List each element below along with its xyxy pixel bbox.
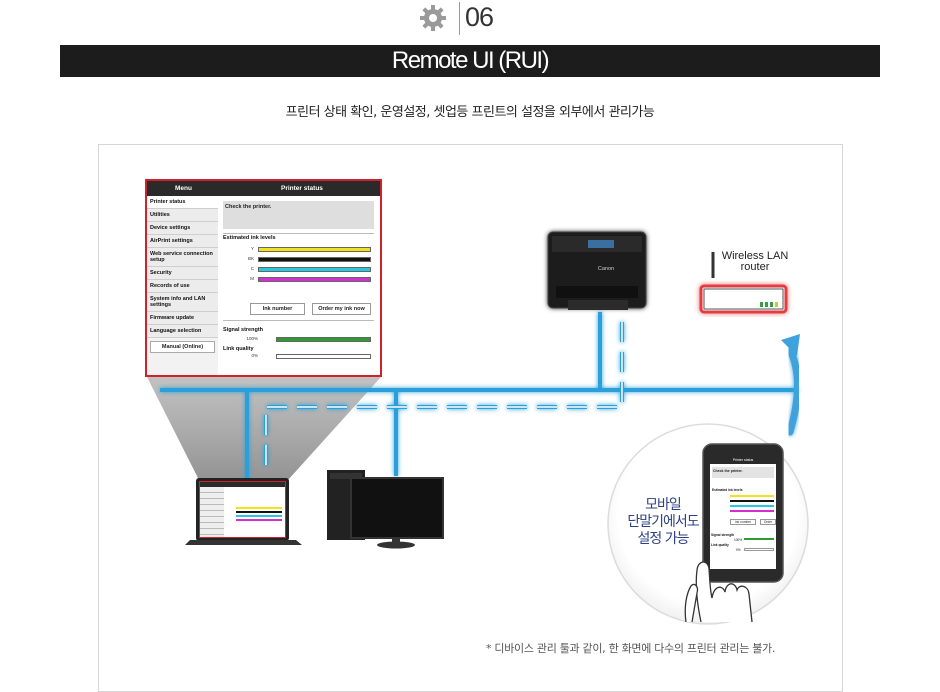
ink-levels-heading: Estimated ink levels [223, 235, 276, 241]
mobile-label: 모바일 단말기에서도 설정 가능 [608, 497, 718, 548]
signal-row: 100% [222, 336, 376, 343]
rui-menu-item-security[interactable]: Security [147, 267, 218, 280]
phone-status: Check the printer. [712, 467, 774, 478]
link-row: 0% [222, 353, 376, 360]
step-divider [459, 2, 460, 35]
signal-strength-heading: Signal strength [223, 327, 264, 333]
phone-screen-header: Printer status [710, 457, 776, 464]
status-message: Check the printer. [223, 201, 374, 229]
laptop-ink-y [236, 507, 282, 509]
mobile-label-line: 설정 가능 [637, 531, 690, 547]
mobile-label-line: 모바일 [645, 497, 682, 513]
link-bar [276, 354, 371, 359]
rui-main-panel: Check the printer. Estimated ink levels … [222, 196, 376, 375]
rui-menu-item-system-info[interactable]: System info and LAN settings [147, 293, 218, 312]
phone-ink-heading: Estimated ink levels [712, 488, 743, 492]
rui-menu: Printer status Utilities Device settings… [147, 196, 218, 375]
ink-fill [259, 258, 370, 261]
laptop-ink-bk [236, 511, 282, 513]
laptop-menu-line [200, 504, 224, 505]
laptop-menu-line [200, 510, 224, 511]
ink-bar [258, 247, 371, 252]
footnote: * 디바이스 관리 툴과 같이, 한 화면에 다수의 프린터 관리는 불가. [486, 642, 776, 655]
signal-fill [277, 338, 370, 341]
phone-order-button[interactable]: Order [760, 519, 776, 525]
ink-row-c: C [222, 266, 376, 273]
rui-menu-item-language[interactable]: Language selection [147, 325, 218, 338]
rui-header: Menu Printer status [147, 181, 380, 196]
laptop-screen-menu [200, 487, 224, 537]
phone-ink-number-button[interactable]: Ink number [730, 519, 756, 525]
section-title: Remote UI (RUI) [60, 45, 880, 77]
phone-link-heading: Link quality [711, 543, 729, 547]
rui-menu-item-airprint[interactable]: AirPrint settings [147, 235, 218, 248]
order-ink-button[interactable]: Order my ink now [312, 303, 371, 315]
section-subtitle: 프린터 상태 확인, 운영설정, 셋업등 프린트의 설정을 외부에서 관리가능 [285, 105, 655, 120]
signal-bar [276, 337, 371, 342]
divider [223, 320, 374, 321]
phone-signal-bar [744, 538, 774, 540]
rui-menu-item-device-settings[interactable]: Device settings [147, 222, 218, 235]
ink-label: M [250, 276, 254, 281]
rui-menu-item-printer-status[interactable]: Printer status [147, 196, 218, 209]
link-quality-heading: Link quality [223, 346, 254, 352]
ink-bar [258, 267, 371, 272]
ink-row-bk: BK [222, 256, 376, 263]
rui-menu-title: Menu [175, 185, 192, 192]
gear-icon [420, 5, 446, 31]
laptop-menu-line [200, 534, 224, 535]
laptop-ink-m [236, 519, 282, 521]
ink-label: Y [250, 246, 254, 251]
laptop-menu-line [200, 528, 224, 529]
rui-menu-item-records[interactable]: Records of use [147, 280, 218, 293]
rui-menu-item-web-service[interactable]: Web service connection setup [147, 248, 218, 267]
laptop-ink-c [236, 515, 282, 517]
ink-label: BK [247, 256, 254, 261]
mobile-label-line: 단말기에서도 [627, 514, 699, 530]
laptop-screen-header [200, 482, 285, 487]
divider [223, 233, 374, 234]
step-number: 06 [465, 2, 494, 32]
ink-fill [259, 268, 370, 271]
rui-menu-item-firmware[interactable]: Firmware update [147, 312, 218, 325]
ink-number-button[interactable]: Ink number [250, 303, 305, 315]
phone-ink-bk [730, 500, 774, 502]
rui-menu-item-utilities[interactable]: Utilities [147, 209, 218, 222]
ink-row-m: M [222, 276, 376, 283]
phone-screen: Printer status Check the printer. Estima… [710, 457, 776, 569]
phone-ink-c [730, 505, 774, 507]
phone-link-pct: 0% [736, 548, 741, 552]
rui-page-title: Printer status [281, 185, 323, 192]
laptop-menu-line [200, 498, 224, 499]
manual-online-button[interactable]: Manual (Online) [150, 341, 215, 353]
link-pct: 0% [251, 353, 258, 358]
laptop-menu-line [200, 522, 224, 523]
phone-signal-pct: 100% [734, 538, 743, 542]
ink-row-y: Y [222, 246, 376, 253]
laptop-menu-line [200, 492, 224, 493]
ink-fill [259, 248, 370, 251]
phone-ink-y [730, 495, 774, 497]
ink-bar [258, 277, 371, 282]
phone-link-bar [744, 548, 774, 551]
ink-fill [259, 278, 370, 281]
rui-screen: Menu Printer status Printer status Utili… [145, 179, 382, 377]
phone-signal-heading: Signal strength [711, 533, 735, 537]
ink-bar [258, 257, 371, 262]
laptop-menu-line [200, 516, 224, 517]
phone-ink-m [730, 510, 774, 512]
laptop-screen [199, 481, 286, 538]
step-header: 06 [0, 0, 940, 40]
ink-label: C [250, 266, 254, 271]
signal-pct: 100% [246, 336, 258, 341]
router-label: Wireless LAN router [721, 250, 789, 273]
